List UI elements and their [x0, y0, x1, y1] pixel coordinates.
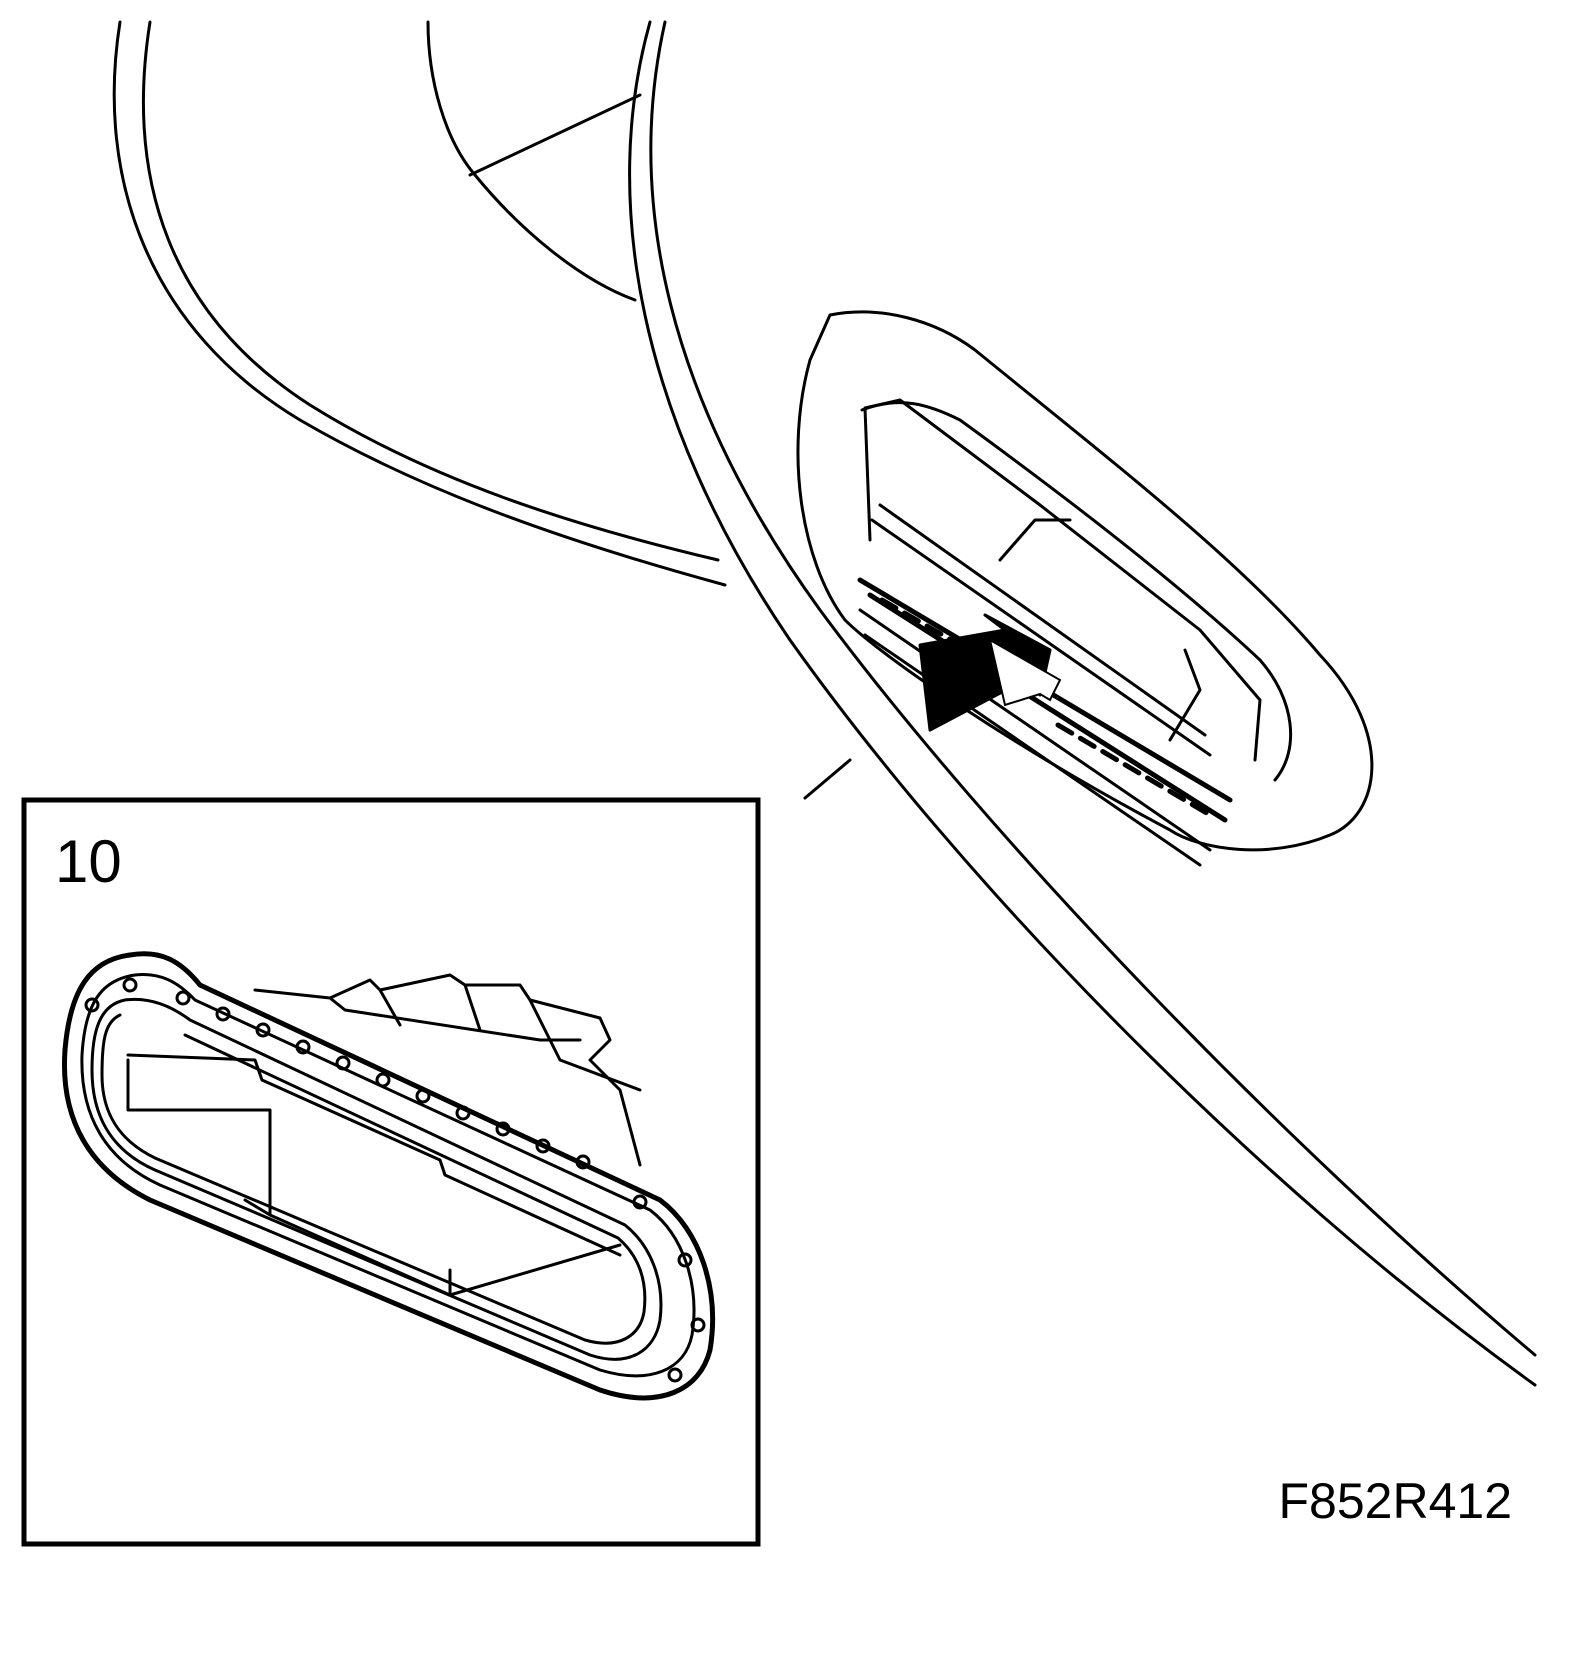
body-line-2: [649, 20, 1537, 1357]
figure-reference-code: F852R412: [1279, 1473, 1513, 1529]
vent-back-ribs: [253, 973, 642, 1167]
vent-opening: [90, 997, 663, 1361]
vent-part-detail: [61, 951, 715, 1401]
vent-recess-outline: [796, 310, 1374, 852]
vent-top-edge: [870, 503, 1212, 757]
console-hump: [426, 20, 637, 302]
vent-dash-marks: [879, 597, 1213, 818]
duct-interior: [126, 1053, 622, 1297]
leader-line: [803, 758, 852, 800]
vent-flange-outer: [61, 951, 715, 1401]
dashboard-panel: [112, 20, 1537, 1387]
vent-divider: [998, 518, 1202, 742]
console-crease: [468, 93, 642, 177]
vent-front-frame: [857, 577, 1233, 823]
vent-opening-lip: [100, 1013, 647, 1345]
vent-flange-inner: [80, 972, 696, 1378]
air-vent-recess: [796, 310, 1374, 867]
flange-holes: [84, 977, 706, 1383]
inset-frame: [21, 797, 761, 1547]
panel-inner-contour: [141, 20, 720, 562]
step-number: 10: [55, 828, 122, 895]
vent-recess-lip: [860, 401, 1293, 782]
panel-outer-contour: [112, 20, 727, 587]
vent-bottom-flange: [858, 608, 1212, 867]
pull-arrow-highlight: [988, 637, 1062, 707]
vent-housing: [863, 398, 1262, 762]
body-line-1: [628, 20, 1537, 1387]
